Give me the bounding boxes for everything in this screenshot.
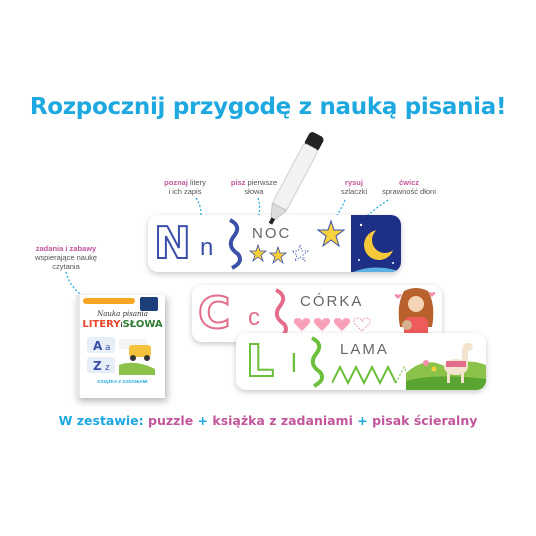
card-l-word: LAMA [340, 341, 389, 358]
card-c-lower: c [248, 304, 260, 331]
caption-poznaj: poznaj litery i ich zapis [160, 178, 210, 196]
footer-item-book: książka z zadaniami [212, 413, 353, 428]
book-title-main: LITERYiSŁOWA [80, 319, 165, 330]
card-n-lower: n [200, 234, 214, 261]
caption-zadania: zadania i zabawy wspierające naukę czyta… [28, 244, 104, 271]
caption-pisz: pisz pierwsze słowa [225, 178, 283, 196]
caption-pisz-bold: pisz [230, 178, 246, 187]
svg-text:z: z [105, 363, 110, 373]
caption-poznaj-bold: poznaj [164, 178, 188, 187]
card-c-word: CÓRKA [300, 293, 364, 310]
book-top-banner [83, 298, 135, 304]
caption-rysuj: rysuj szlaczki [334, 178, 374, 196]
card-n-night-sky [351, 215, 401, 272]
caption-poznaj-rest1: litery [187, 178, 206, 187]
book-title-line1: Nauka pisania [97, 310, 148, 318]
star-icon [316, 219, 346, 248]
card-l-connector [310, 336, 324, 388]
footer-item-pen: pisak ścieralny [372, 413, 478, 428]
heart-icon [293, 318, 311, 331]
caption-poznaj-rest2: i ich zapis [168, 187, 202, 196]
book-subtitle: KSIĄŻKA Z ZADANIAMI [97, 379, 148, 384]
svg-text:Z: Z [93, 359, 102, 373]
caption-zadania-rest2: czytania [52, 262, 80, 271]
card-n-word: NOC [252, 225, 292, 242]
footer-contents: W zestawie: puzzle + książka z zadaniami… [0, 413, 536, 428]
star-outline-icon [290, 243, 310, 263]
card-l-zigzag [332, 364, 429, 386]
card-l: L l LAMA [236, 333, 486, 390]
caption-rysuj-bold: rysuj [345, 178, 363, 187]
card-c: C c CÓRKA [192, 285, 442, 342]
book-title-line3: SŁOWA [122, 319, 163, 330]
footer-plus-2: + [352, 413, 373, 428]
heart-icon [333, 318, 351, 331]
arrow-rysuj [329, 199, 346, 227]
book-title-line2: LITERY [82, 319, 121, 330]
card-l-llama-landscape [406, 333, 486, 390]
card-n-connector [228, 218, 242, 270]
footer-prefix: W zestawie: [58, 413, 149, 428]
book-publisher-logo [140, 297, 158, 311]
caption-pisz-rest2: słowa [244, 187, 264, 196]
book-illustration: A a Z z [87, 337, 155, 375]
card-n: N n NOC [148, 215, 401, 272]
caption-cwicz: ćwicz sprawność dłoni [374, 178, 444, 196]
headline: Rozpocznij przygodę z nauką pisania! [29, 94, 507, 120]
pen-icon [268, 132, 324, 225]
star-icon [268, 245, 288, 265]
card-n-big-star [316, 219, 346, 248]
book-title-connector: i [120, 322, 123, 329]
card-c-hearts [293, 317, 371, 332]
caption-zadania-bold: zadania i zabawy [35, 244, 97, 253]
heart-icon [313, 318, 331, 331]
card-l-lower: l [291, 348, 297, 378]
moon-icon [353, 223, 401, 272]
svg-text:A: A [93, 339, 103, 353]
caption-cwicz-rest2: sprawność dłoni [382, 187, 436, 196]
svg-text:a: a [105, 343, 111, 353]
card-c-upper: C [197, 288, 231, 340]
caption-pisz-rest1: pierwsze [245, 178, 278, 187]
footer-plus-1: + [193, 413, 213, 428]
footer-item-puzzle: puzzle [148, 413, 194, 428]
card-n-upper: N [153, 218, 192, 270]
card-n-stars [248, 243, 310, 265]
heart-outline-icon [353, 317, 371, 332]
star-icon [248, 243, 268, 263]
book-cover: Nauka pisania LITERYiSŁOWA A a Z z KSIĄŻ… [76, 295, 165, 398]
caption-cwicz-bold: ćwicz [398, 178, 419, 187]
caption-zadania-rest1: wspierające naukę [34, 253, 98, 262]
card-c-connector [274, 288, 288, 340]
caption-rysuj-rest2: szlaczki [340, 187, 368, 196]
card-l-upper: L [245, 336, 275, 388]
